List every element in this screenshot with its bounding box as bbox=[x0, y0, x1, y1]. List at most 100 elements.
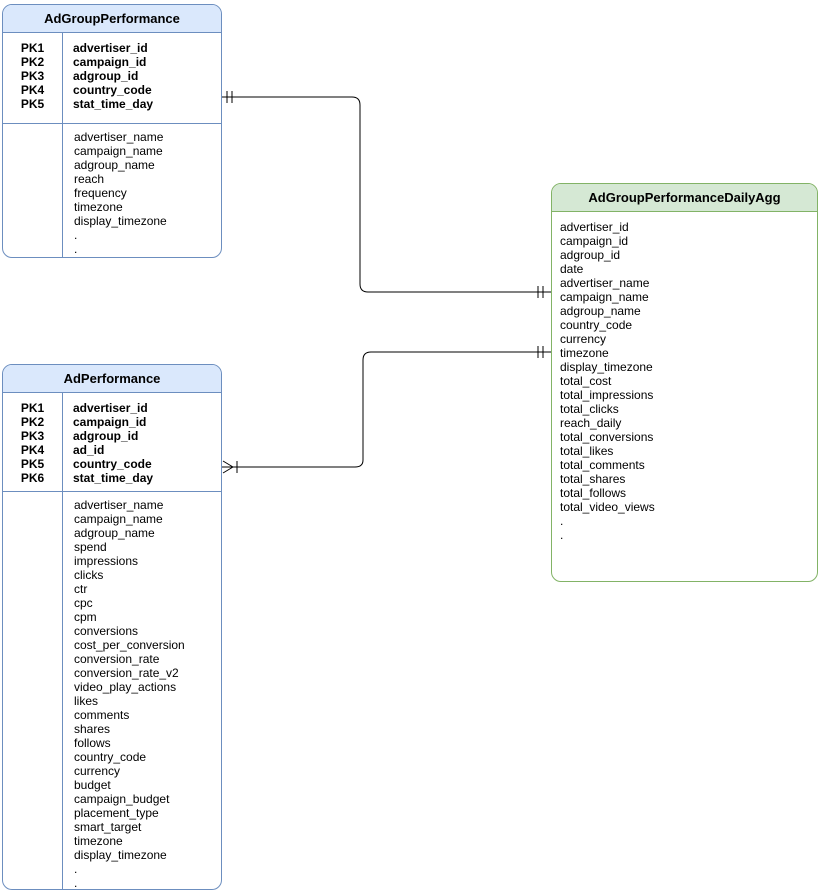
pk-label: PK3 bbox=[20, 69, 45, 83]
pk-label: PK4 bbox=[20, 83, 45, 97]
primary-key-section: PK1 PK2 PK3 PK4 PK5 PK6 advertiser_id ca… bbox=[3, 393, 221, 492]
field-name: comments bbox=[74, 708, 130, 722]
field-name: shares bbox=[74, 722, 111, 736]
pk-field-name: ad_id bbox=[73, 443, 105, 457]
field-name: total_clicks bbox=[560, 402, 619, 416]
pk-label: PK4 bbox=[20, 443, 45, 457]
field-name: display_timezone bbox=[74, 214, 167, 228]
field-name: cost_per_conversion bbox=[74, 638, 185, 652]
pk-field-name: stat_time_day bbox=[73, 97, 154, 111]
field-name: video_play_actions bbox=[74, 680, 177, 694]
field-name: campaign_id bbox=[560, 234, 629, 248]
entity-title: AdGroupPerformance bbox=[3, 5, 221, 33]
field-name: display_timezone bbox=[560, 360, 653, 374]
field-name: . bbox=[74, 876, 78, 890]
pk-field-name: country_code bbox=[73, 457, 152, 471]
field-name: conversions bbox=[74, 624, 139, 638]
pk-column-divider bbox=[62, 32, 63, 257]
pk-label: PK5 bbox=[20, 457, 45, 471]
pk-label-column: PK1 PK2 PK3 PK4 PK5 bbox=[3, 41, 62, 111]
pk-column-divider bbox=[62, 392, 63, 889]
field-name: . bbox=[74, 228, 78, 242]
field-name: advertiser_name bbox=[74, 130, 164, 144]
entity-title: AdPerformance bbox=[3, 365, 221, 393]
relationship-adperformance-to-dailyagg bbox=[222, 346, 551, 474]
field-name: total_cost bbox=[560, 374, 612, 388]
field-name: total_conversions bbox=[560, 430, 654, 444]
pk-label: PK2 bbox=[20, 415, 45, 429]
cardinality-exactly-one-icon bbox=[537, 286, 544, 298]
field-name: . bbox=[74, 242, 78, 256]
field-name: placement_type bbox=[74, 806, 159, 820]
field-name: total_impressions bbox=[560, 388, 654, 402]
pk-label: PK3 bbox=[20, 429, 45, 443]
pk-field-name: advertiser_id bbox=[73, 41, 148, 55]
field-name: conversion_rate bbox=[74, 652, 160, 666]
field-name: total_follows bbox=[560, 486, 627, 500]
field-name: timezone bbox=[74, 200, 123, 214]
pk-label-column: PK1 PK2 PK3 PK4 PK5 PK6 bbox=[3, 401, 62, 485]
field-name: total_video_views bbox=[560, 500, 655, 514]
field-name: timezone bbox=[74, 834, 123, 848]
entity-title: AdGroupPerformanceDailyAgg bbox=[552, 184, 817, 212]
field-name: ctr bbox=[74, 582, 88, 596]
pk-label: PK1 bbox=[20, 401, 45, 415]
pk-field-name: stat_time_day bbox=[73, 471, 154, 485]
field-name: follows bbox=[74, 736, 111, 750]
entity-adgroupperformancedailyagg: AdGroupPerformanceDailyAgg advertiser_id… bbox=[551, 183, 818, 582]
field-name: adgroup_id bbox=[560, 248, 621, 262]
field-name: total_likes bbox=[560, 444, 614, 458]
field-name: total_shares bbox=[560, 472, 626, 486]
field-name: reach bbox=[74, 172, 105, 186]
pk-field-column: advertiser_id campaign_id adgroup_id cou… bbox=[62, 41, 221, 111]
field-name: clicks bbox=[74, 568, 104, 582]
entity-adgroupperformance: AdGroupPerformance PK1 PK2 PK3 PK4 PK5 a… bbox=[2, 4, 222, 258]
field-name: total_comments bbox=[560, 458, 645, 472]
field-name: advertiser_id bbox=[560, 220, 629, 234]
field-name: spend bbox=[74, 540, 107, 554]
pk-field-name: campaign_id bbox=[73, 55, 147, 69]
field-name: date bbox=[560, 262, 584, 276]
field-name: impressions bbox=[74, 554, 139, 568]
pk-label: PK5 bbox=[20, 97, 45, 111]
field-name: budget bbox=[74, 778, 111, 792]
field-name: reach_daily bbox=[560, 416, 622, 430]
field-name: smart_target bbox=[74, 820, 142, 834]
field-name: currency bbox=[560, 332, 607, 346]
pk-label: PK2 bbox=[20, 55, 45, 69]
field-name: country_code bbox=[560, 318, 633, 332]
field-name: campaign_budget bbox=[74, 792, 170, 806]
field-name: frequency bbox=[74, 186, 127, 200]
attribute-section: advertiser_name campaign_name adgroup_na… bbox=[3, 124, 221, 256]
field-name: country_code bbox=[74, 750, 147, 764]
pk-field-column: advertiser_id campaign_id adgroup_id ad_… bbox=[62, 401, 221, 485]
field-name: campaign_name bbox=[74, 512, 163, 526]
cardinality-exactly-one-icon bbox=[226, 91, 233, 103]
field-name: display_timezone bbox=[74, 848, 167, 862]
field-name: advertiser_name bbox=[560, 276, 650, 290]
relationship-line bbox=[222, 96, 551, 293]
pk-field-name: adgroup_id bbox=[73, 69, 139, 83]
field-name: . bbox=[560, 528, 564, 542]
field-name: . bbox=[560, 514, 564, 528]
field-name: conversion_rate_v2 bbox=[74, 666, 179, 680]
relationship-line bbox=[233, 351, 551, 468]
cardinality-many-icon bbox=[222, 460, 238, 474]
pk-field-name: advertiser_id bbox=[73, 401, 148, 415]
field-name: likes bbox=[74, 694, 99, 708]
entity-adperformance: AdPerformance PK1 PK2 PK3 PK4 PK5 PK6 ad… bbox=[2, 364, 222, 890]
field-name: campaign_name bbox=[74, 144, 163, 158]
field-name: advertiser_name bbox=[74, 498, 164, 512]
field-name: . bbox=[74, 862, 78, 876]
pk-field-name: campaign_id bbox=[73, 415, 147, 429]
field-name: cpm bbox=[74, 610, 97, 624]
pk-field-name: country_code bbox=[73, 83, 152, 97]
field-name: adgroup_name bbox=[74, 526, 155, 540]
field-name: adgroup_name bbox=[560, 304, 641, 318]
primary-key-section: PK1 PK2 PK3 PK4 PK5 advertiser_id campai… bbox=[3, 33, 221, 124]
field-name: cpc bbox=[74, 596, 93, 610]
field-name: timezone bbox=[560, 346, 609, 360]
relationship-adgroupperformance-to-dailyagg bbox=[222, 91, 551, 298]
field-name: campaign_name bbox=[560, 290, 649, 304]
